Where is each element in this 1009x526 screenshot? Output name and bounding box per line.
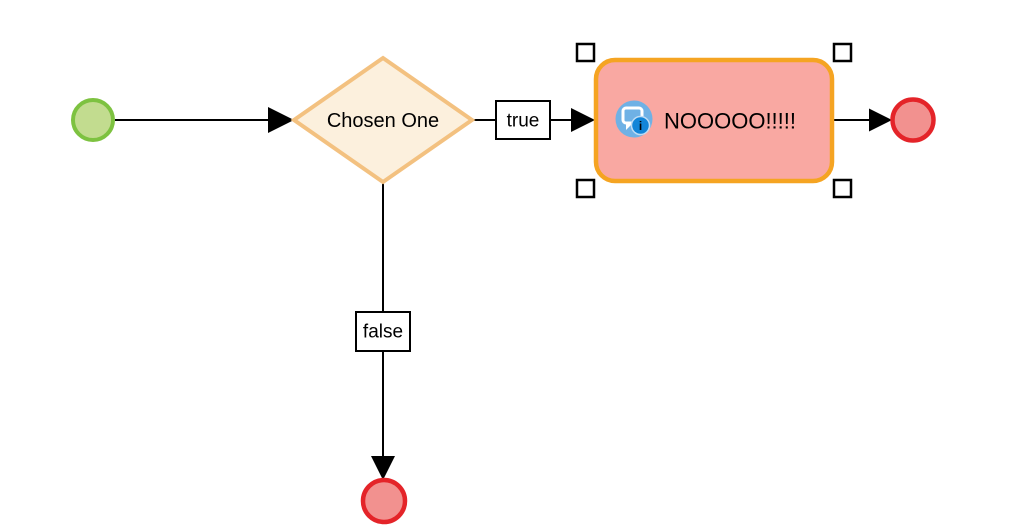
- selection-handle-nw[interactable]: [575, 42, 596, 63]
- edge-label-box: [355, 311, 411, 352]
- edge-label-false[interactable]: false: [355, 311, 411, 352]
- icon-info-badge: [630, 115, 651, 136]
- end-event-bottom-node[interactable]: [360, 477, 408, 525]
- end-event-right-node[interactable]: [890, 97, 936, 143]
- start-event-node[interactable]: [71, 98, 115, 142]
- connector-task-to-end[interactable]: [834, 108, 892, 132]
- decision-label: Chosen One: [327, 110, 439, 132]
- connector-true-branch[interactable]: true: [472, 100, 595, 140]
- arrowhead-icon: [571, 108, 595, 132]
- selection-handles: [575, 42, 853, 199]
- edge-label-text: true: [507, 111, 540, 132]
- arrowhead-icon: [869, 108, 892, 132]
- connector-false-branch[interactable]: false: [355, 182, 411, 480]
- task-label: NOOOOO!!!!!: [664, 109, 796, 134]
- selection-handle-sw[interactable]: [575, 178, 596, 199]
- edge-label-text: false: [363, 322, 403, 343]
- start-event-circle: [71, 98, 115, 142]
- connector-start-to-decision[interactable]: [115, 107, 294, 133]
- icon-info-glyph: i: [639, 119, 642, 133]
- decision-node[interactable]: Chosen One: [290, 55, 476, 185]
- task-rect: [593, 57, 835, 184]
- decision-diamond: [290, 55, 476, 185]
- end-event-circle: [890, 97, 936, 143]
- end-event-circle: [360, 477, 408, 525]
- edge-label-true[interactable]: true: [495, 100, 551, 140]
- notification-info-icon: i: [615, 100, 653, 138]
- selection-handle-ne[interactable]: [832, 42, 853, 63]
- edge-label-box: [495, 100, 551, 140]
- arrowhead-icon: [268, 107, 294, 133]
- arrowhead-icon: [371, 456, 395, 480]
- selection-handle-se[interactable]: [832, 178, 853, 199]
- task-node[interactable]: i NOOOOO!!!!!: [593, 57, 835, 184]
